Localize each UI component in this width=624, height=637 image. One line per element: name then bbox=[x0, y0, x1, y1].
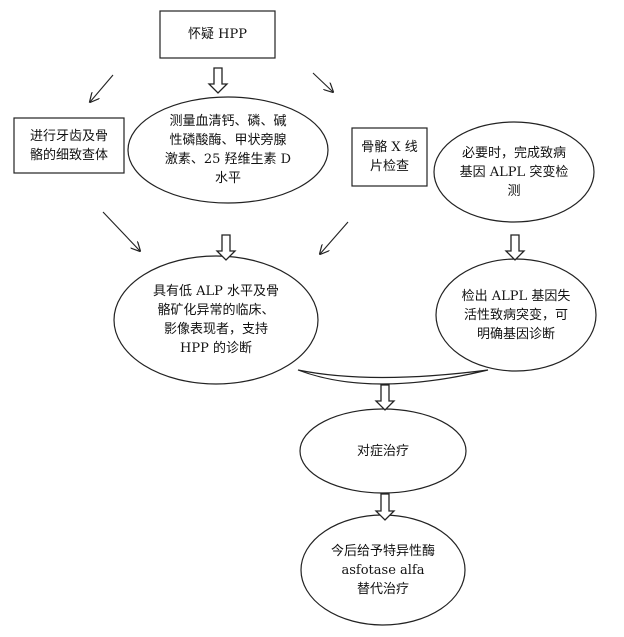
arrow-to-xray bbox=[312, 72, 333, 92]
clinical-diagnosis-label: 具有低 ALP 水平及骨 骼矿化异常的临床、 影像表现者，支持 HPP 的诊断 bbox=[152, 284, 280, 356]
arrow-to-dental-exam bbox=[90, 74, 114, 102]
enzyme-therapy-label: 今后给予特异性酶 asfotase alfa 替代治疗 bbox=[330, 543, 435, 597]
hollow-arrow-down-icon bbox=[207, 67, 229, 94]
lab-tests-ellipse bbox=[127, 96, 329, 204]
gene-test-label: 必要时，完成致病 基因 ALPL 突变检 测 bbox=[459, 145, 569, 199]
xray-label: 骨骼 X 线 片检查 bbox=[361, 140, 418, 174]
hollow-arrow-down-icon bbox=[504, 234, 526, 261]
clinical-diagnosis-ellipse bbox=[113, 255, 319, 385]
merge-brace bbox=[297, 369, 489, 385]
dental-exam-box bbox=[13, 117, 125, 174]
arrow-from-xray bbox=[320, 221, 349, 254]
gene-test-ellipse bbox=[433, 121, 595, 223]
hollow-arrow-down-icon bbox=[374, 493, 396, 521]
lab-tests-label: 测量血清钙、磷、碱 性磷酸酶、甲状旁腺 激素、25 羟维生素 D 水平 bbox=[164, 114, 292, 186]
suspect-hpp-label: 怀疑 HPP bbox=[188, 27, 247, 42]
xray-box bbox=[351, 127, 428, 187]
arrow-from-dental-exam bbox=[102, 211, 140, 251]
hollow-arrow-down-icon bbox=[374, 384, 396, 411]
symptomatic-treatment-label: 对症治疗 bbox=[356, 443, 409, 459]
suspect-hpp-box bbox=[159, 10, 276, 59]
gene-diagnosis-label: 检出 ALPL 基因失 活性致病突变，可 明确基因诊断 bbox=[461, 288, 571, 342]
dental-exam-label: 进行牙齿及骨 骼的细致查体 bbox=[29, 128, 108, 163]
symptomatic-treatment-ellipse bbox=[299, 408, 467, 494]
hollow-arrow-down-icon bbox=[215, 234, 237, 261]
